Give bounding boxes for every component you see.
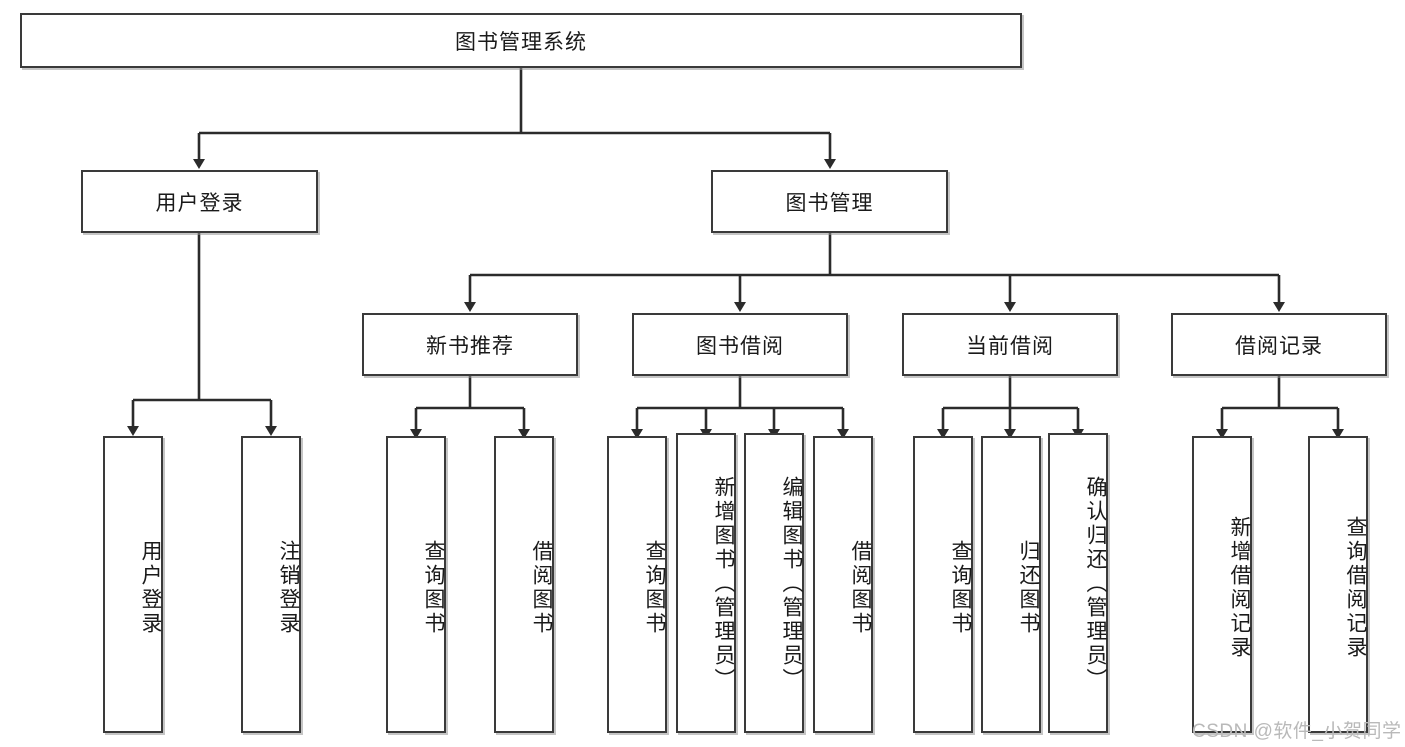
- leaf-current-query-book[interactable]: 查询图书: [913, 436, 973, 733]
- leaf-user-login-logout[interactable]: 注销登录: [241, 436, 301, 733]
- csdn-watermark: CSDN @软件_小贺同学: [1192, 721, 1402, 742]
- node-current-borrow[interactable]: 当前借阅: [902, 313, 1118, 376]
- leaf-borrow-add-book-admin[interactable]: 新增图书（管理员）: [676, 433, 736, 733]
- node-label: 图书管理: [785, 191, 874, 215]
- node-book-borrow[interactable]: 图书借阅: [632, 313, 848, 376]
- node-new-book-recommend[interactable]: 新书推荐: [362, 313, 578, 376]
- node-label: 编辑图书（管理员）: [780, 476, 803, 692]
- node-label: 借阅记录: [1235, 334, 1323, 358]
- leaf-borrow-query-book[interactable]: 查询图书: [607, 436, 667, 733]
- leaf-borrow-edit-book-admin[interactable]: 编辑图书（管理员）: [744, 433, 804, 733]
- leaf-current-return-book[interactable]: 归还图书: [981, 436, 1041, 733]
- node-label: 新增借阅记录: [1228, 515, 1251, 660]
- node-label: 图书管理系统: [455, 30, 587, 54]
- node-label: 借阅图书: [849, 539, 872, 636]
- node-label: 当前借阅: [966, 334, 1054, 358]
- leaf-user-login-login[interactable]: 用户登录: [103, 436, 163, 733]
- node-label: 查询图书: [422, 539, 445, 636]
- node-label: 用户登录: [155, 191, 244, 215]
- node-borrow-record[interactable]: 借阅记录: [1171, 313, 1387, 376]
- leaf-current-confirm-return-admin[interactable]: 确认归还（管理员）: [1048, 433, 1108, 733]
- node-label: 查询图书: [643, 539, 666, 636]
- node-label: 用户登录: [139, 539, 162, 636]
- node-label: 确认归还（管理员）: [1084, 476, 1107, 692]
- leaf-recommend-query-book[interactable]: 查询图书: [386, 436, 446, 733]
- node-label: 归还图书: [1017, 539, 1040, 636]
- node-label: 查询借阅记录: [1344, 515, 1367, 660]
- node-label: 注销登录: [277, 539, 300, 636]
- node-label: 查询图书: [949, 539, 972, 636]
- node-book-management[interactable]: 图书管理: [711, 170, 948, 233]
- node-label: 新增图书（管理员）: [712, 476, 735, 692]
- node-label: 新书推荐: [426, 334, 514, 358]
- node-user-login[interactable]: 用户登录: [81, 170, 318, 233]
- leaf-borrow-borrow-book[interactable]: 借阅图书: [813, 436, 873, 733]
- leaf-recommend-borrow-book[interactable]: 借阅图书: [494, 436, 554, 733]
- leaf-record-query-record[interactable]: 查询借阅记录: [1308, 436, 1368, 733]
- node-label: 图书借阅: [696, 334, 784, 358]
- leaf-record-add-record[interactable]: 新增借阅记录: [1192, 436, 1252, 733]
- node-label: 借阅图书: [530, 539, 553, 636]
- node-root-system[interactable]: 图书管理系统: [20, 13, 1022, 68]
